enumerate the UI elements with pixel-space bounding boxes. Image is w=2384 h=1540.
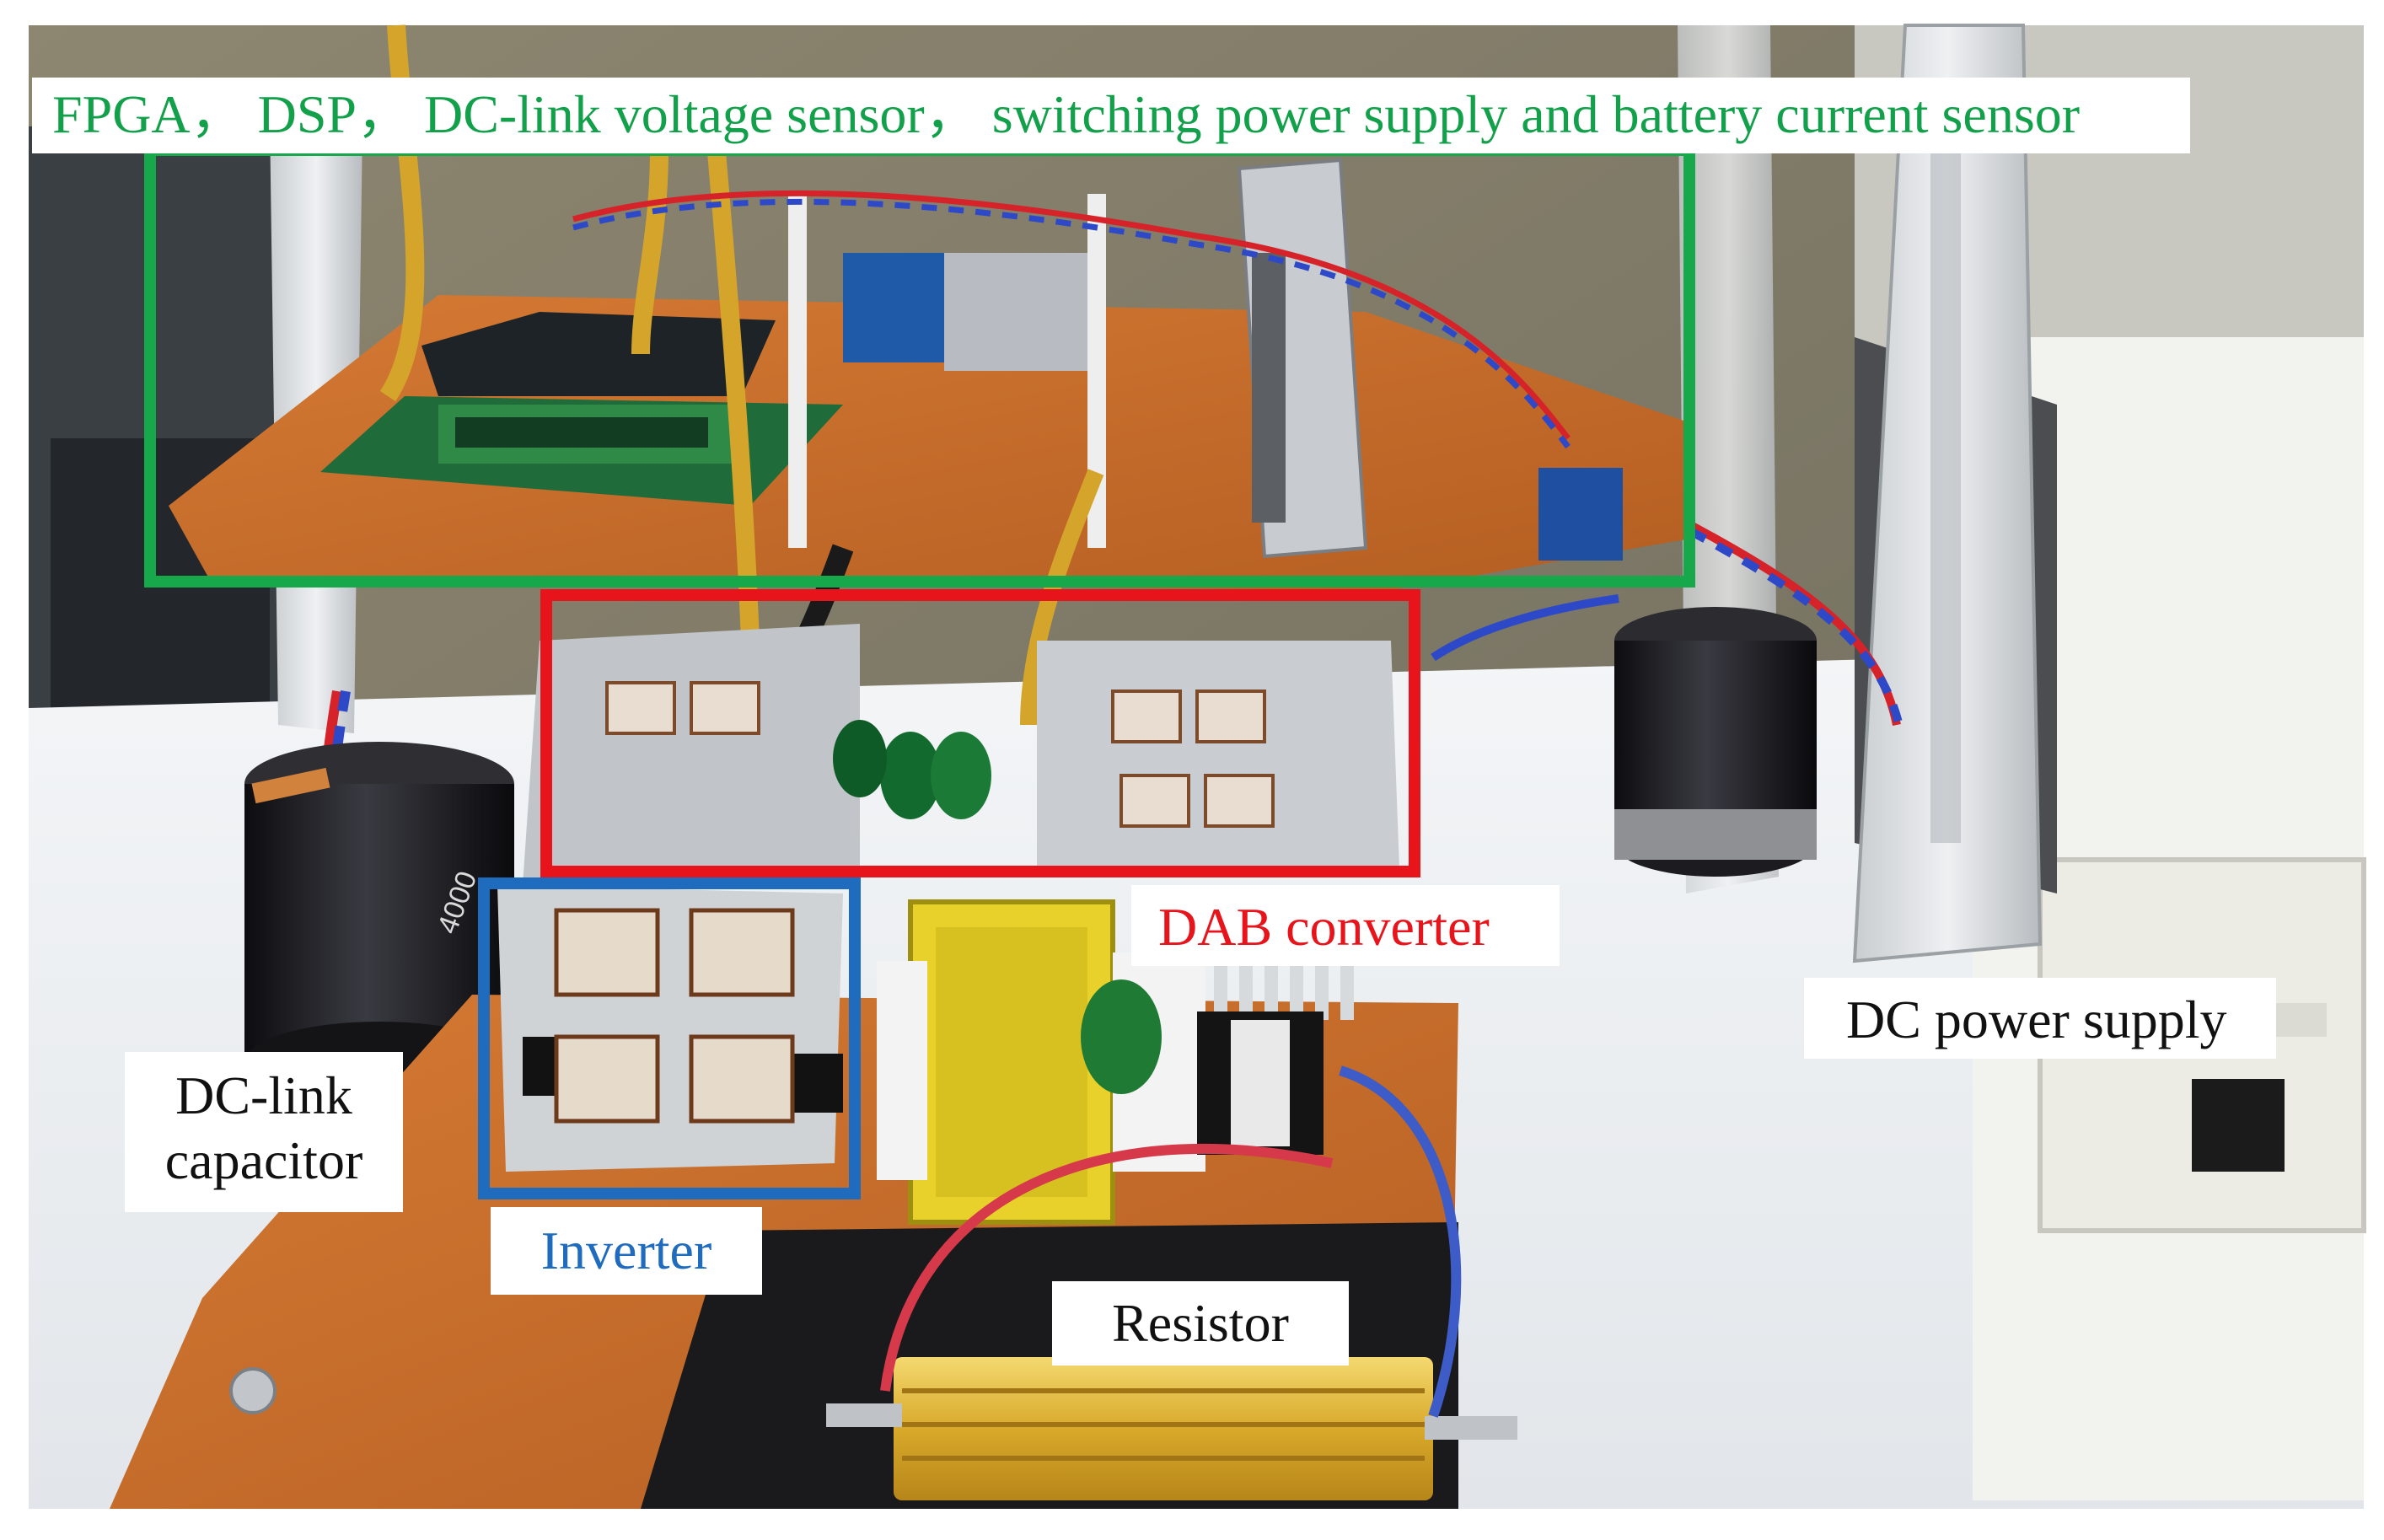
inverter-label: Inverter <box>491 1207 762 1295</box>
dab-converter-label: DAB converter <box>1131 885 1560 966</box>
dc-power-supply-label: DC power supply <box>1804 978 2276 1059</box>
dab-converter-region-box <box>540 589 1420 877</box>
resistor-label: Resistor <box>1052 1281 1349 1366</box>
dc-link-capacitor-label: DC-link capacitor <box>125 1052 403 1212</box>
inverter-region-box <box>478 877 861 1199</box>
controller-label: FPGA， DSP， DC-link voltage sensor， switc… <box>32 78 2190 153</box>
